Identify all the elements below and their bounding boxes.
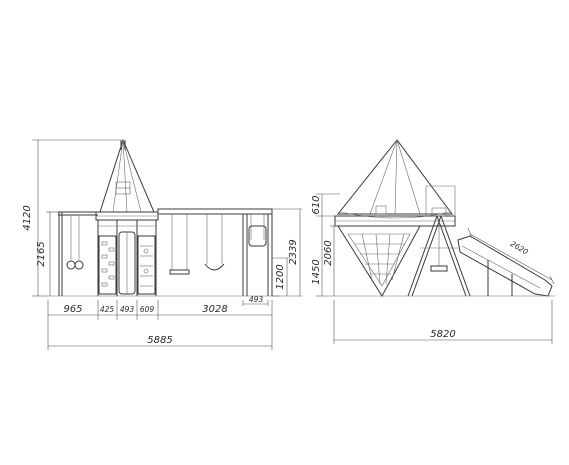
dim-label-2165: 2165: [36, 241, 47, 266]
dim-label-2339: 2339: [288, 239, 299, 264]
side-tent-roof: [336, 139, 453, 219]
dim-label-1450: 1450: [311, 259, 322, 284]
dim-height-right: 2339 1200: [272, 208, 302, 297]
dim-label-1200: 1200: [275, 264, 286, 289]
dim-label-493: 493: [120, 305, 135, 314]
swing-beam: [157, 208, 273, 296]
dim-label-5885: 5885: [147, 335, 172, 346]
dim-height-total: 4120: [22, 139, 121, 297]
tower-body: [95, 211, 159, 296]
dim-small-493: 493: [242, 295, 269, 306]
side-height-dims: 610 1450 2060: [311, 193, 340, 297]
dim-overall-left: 5885: [47, 320, 273, 350]
dim-label-610: 610: [311, 195, 322, 214]
dim-label-3028: 3028: [202, 304, 227, 315]
dim-overall-right: 5820: [333, 300, 553, 344]
side-slide: 2620: [457, 227, 555, 297]
dim-height-swing: 2165: [36, 211, 58, 296]
side-climbing-net: [337, 225, 421, 297]
dim-label-965: 965: [63, 304, 82, 315]
dim-label-609: 609: [140, 305, 155, 314]
dim-label-4120: 4120: [22, 205, 33, 230]
dim-label-425: 425: [100, 305, 115, 314]
side-elevation-view: 2620 610 1450 2060 5820: [311, 139, 555, 344]
dim-label-493-small: 493: [249, 295, 264, 304]
side-a-frame: [407, 215, 471, 297]
dim-label-2620: 2620: [509, 239, 530, 256]
front-elevation-view: 4120 2165 2339 1200 493: [22, 138, 302, 350]
dim-label-5820: 5820: [430, 329, 455, 340]
right-panel-details: [140, 245, 153, 287]
dim-segments-row: 965 425 493 609 3028: [47, 300, 273, 320]
gym-bar-with-rings: [58, 211, 98, 296]
climbing-holds: [101, 241, 115, 287]
tower-roof: [99, 138, 155, 213]
dim-label-2060: 2060: [323, 240, 334, 265]
